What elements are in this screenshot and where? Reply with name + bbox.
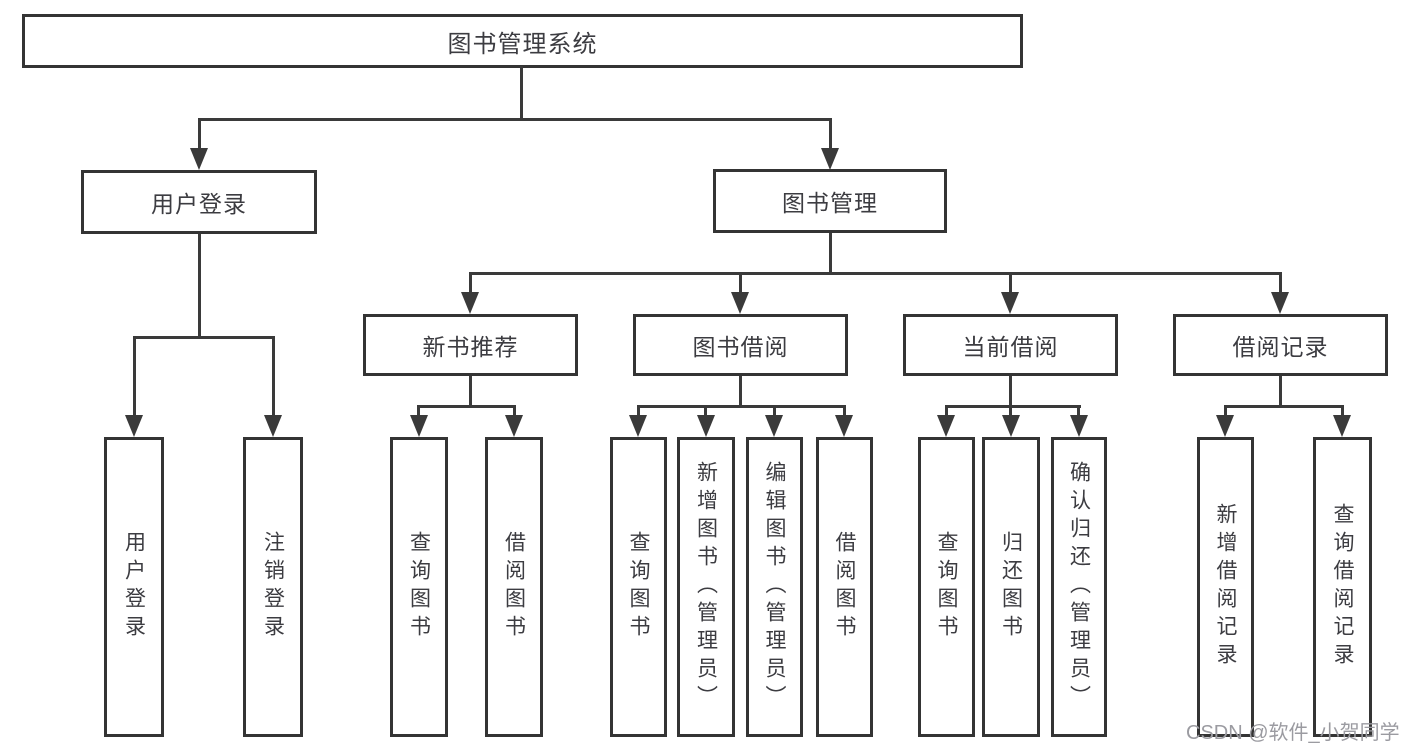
connector-line [704,405,707,419]
node-label: 查询图书 [627,531,650,643]
node-label: 用户登录 [151,191,247,217]
node-label: 查询图书 [407,531,431,643]
leaf-confirm-return-admin: 确认归还（管理员） [1051,437,1107,737]
connector-arrowhead-icon [410,415,428,437]
leaf-logout: 注销登录 [243,437,303,737]
leaf-query-books-current: 查询图书 [918,437,975,737]
connector-line [133,336,275,339]
node-label: 借阅图书 [502,531,526,643]
connector-arrowhead-icon [190,148,208,170]
leaf-borrow-books: 借阅图书 [816,437,873,737]
node-label: 归还图书 [999,531,1023,643]
connector-line [1341,405,1344,419]
connector-line [1279,376,1282,406]
connector-line [272,336,275,417]
connector-arrowhead-icon [264,415,282,437]
connector-line [198,234,201,336]
connector-arrowhead-icon [461,292,479,314]
connector-line [773,405,776,419]
connector-arrowhead-icon [1070,415,1088,437]
connector-line [1224,405,1344,408]
connector-arrowhead-icon [1001,292,1019,314]
connector-line [945,405,948,419]
connector-arrowhead-icon [697,415,715,437]
node-label: 新书推荐 [422,334,519,360]
node-label: 图书管理 [782,190,878,216]
connector-line [469,272,1282,275]
node-label: 当前借阅 [962,334,1059,360]
connector-line [843,405,846,419]
node-book-borrowing: 图书借阅 [633,314,848,376]
connector-line [1009,376,1012,406]
node-label: 编辑图书（管理员） [763,461,786,713]
leaf-query-books-borrow: 查询图书 [610,437,667,737]
connector-arrowhead-icon [765,415,783,437]
connector-line [198,118,832,121]
leaf-add-books-admin: 新增图书（管理员） [677,437,735,737]
node-label: 借阅图书 [833,531,856,643]
node-label: 确认归还（管理员） [1067,461,1091,713]
connector-arrowhead-icon [125,415,143,437]
node-current-borrowing: 当前借阅 [903,314,1118,376]
connector-arrowhead-icon [731,292,749,314]
csdn-watermark: CSDN @软件_小贺同学 [1186,722,1400,744]
node-label: 注销登录 [261,531,285,643]
leaf-return-books: 归还图书 [982,437,1040,737]
connector-line [739,272,742,296]
connector-line [739,376,742,406]
connector-line [1279,272,1282,296]
node-library-management-system: 图书管理系统 [22,14,1023,68]
connector-line [417,405,516,408]
connector-line [637,405,846,408]
connector-line [417,405,420,419]
connector-arrowhead-icon [1271,292,1289,314]
connector-arrowhead-icon [505,415,523,437]
connector-arrowhead-icon [937,415,955,437]
node-new-book-recommendation: 新书推荐 [363,314,578,376]
node-label: 借阅记录 [1232,334,1329,360]
connector-arrowhead-icon [1216,415,1234,437]
connector-line [1009,272,1012,296]
connector-arrowhead-icon [821,148,839,170]
node-label: 图书借阅 [692,334,789,360]
node-user-login: 用户登录 [81,170,317,234]
connector-line [1077,405,1080,419]
connector-line [520,66,523,118]
connector-arrowhead-icon [1002,415,1020,437]
connector-arrowhead-icon [629,415,647,437]
connector-arrowhead-icon [1333,415,1351,437]
leaf-user-login: 用户登录 [104,437,164,737]
leaf-edit-books-admin: 编辑图书（管理员） [746,437,803,737]
connector-line [1224,405,1227,419]
connector-line [133,336,136,417]
node-label: 新增图书（管理员） [694,461,718,713]
leaf-add-borrow-record: 新增借阅记录 [1197,437,1254,737]
leaf-borrow-books-recommend: 借阅图书 [485,437,543,737]
leaf-query-borrow-record: 查询借阅记录 [1313,437,1372,737]
connector-line [829,233,832,274]
connector-line [637,405,640,419]
connector-line [513,405,516,419]
leaf-query-books-recommend: 查询图书 [390,437,448,737]
node-label: 用户登录 [122,531,146,643]
node-label: 查询借阅记录 [1331,503,1354,671]
node-label: 新增借阅记录 [1214,503,1237,671]
connector-arrowhead-icon [835,415,853,437]
node-label: 查询图书 [935,531,958,643]
connector-line [469,376,472,406]
node-book-management: 图书管理 [713,169,947,233]
connector-line [945,405,1081,408]
connector-line [829,118,832,152]
connector-line [469,272,472,296]
node-borrowing-records: 借阅记录 [1173,314,1388,376]
connector-line [1009,405,1012,419]
node-label: 图书管理系统 [447,30,598,58]
connector-line [198,118,201,152]
